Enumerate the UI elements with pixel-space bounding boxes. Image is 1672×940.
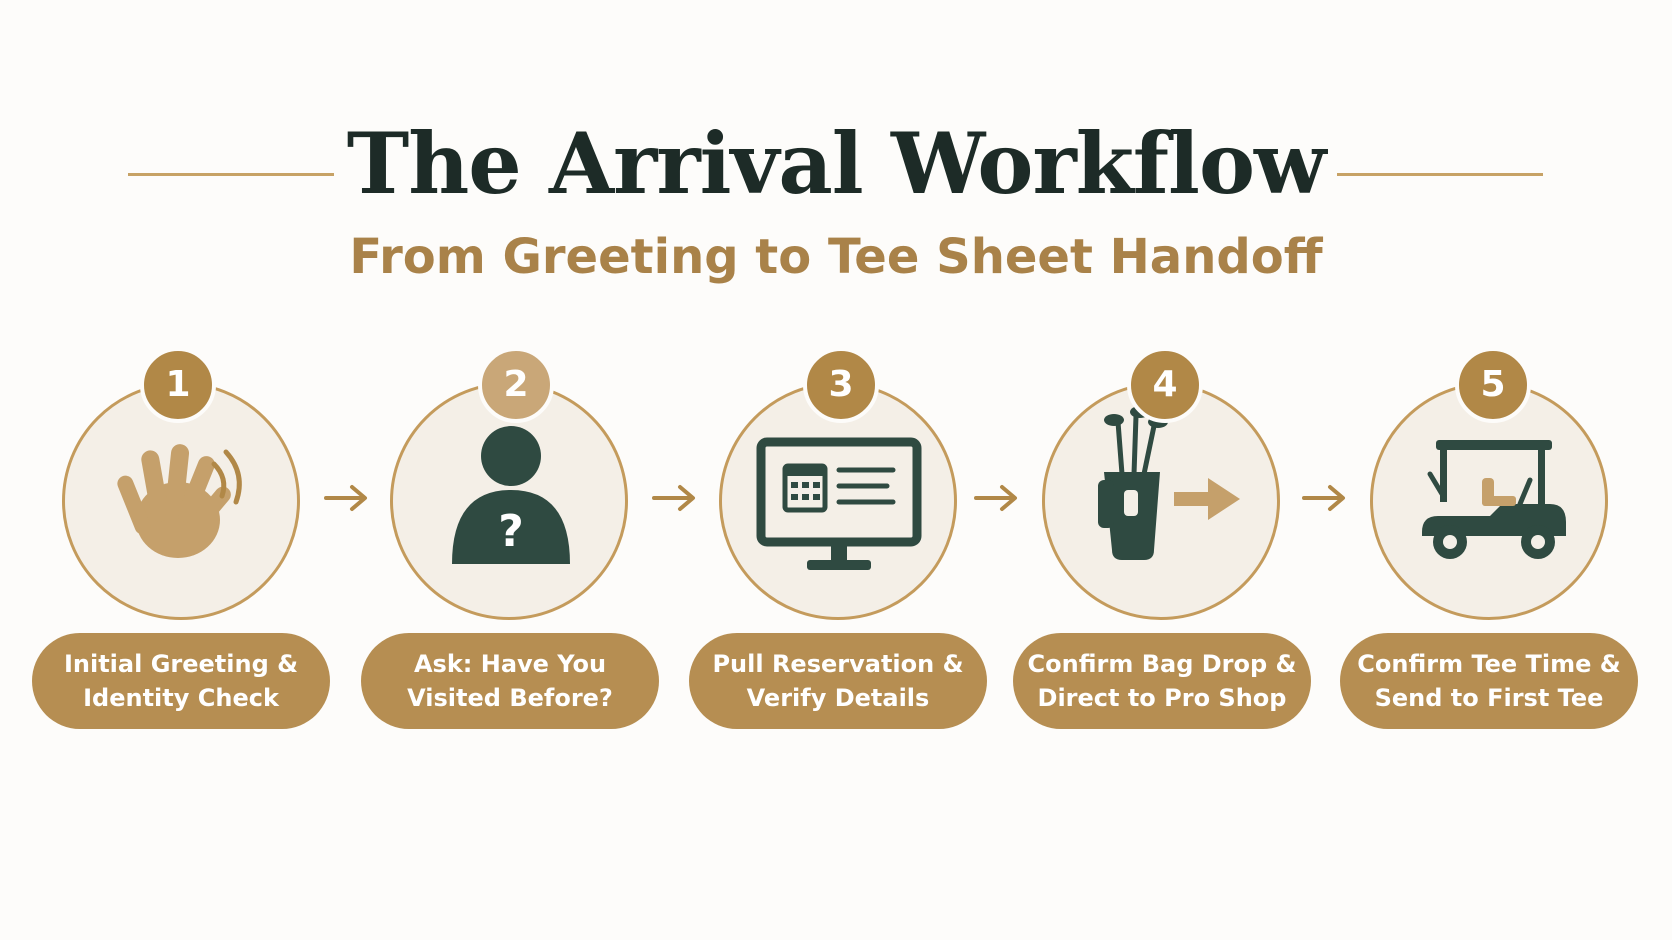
step-1-label-pill: Initial Greeting & Identity Check — [32, 633, 330, 729]
step-4-label-pill: Confirm Bag Drop & Direct to Pro Shop — [1013, 633, 1311, 729]
step-1-label: Initial Greeting & Identity Check — [63, 650, 299, 712]
step-5-label: Confirm Tee Time & Send to First Tee — [1357, 650, 1621, 712]
step-4-number-badge: 4 — [1127, 347, 1203, 423]
step-2-label-pill: Ask: Have You Visited Before? — [361, 633, 659, 729]
step-2-number-badge: 2 — [478, 347, 554, 423]
title-rule-left — [128, 173, 334, 176]
step-3-label: Pull Reservation & Verify Details — [712, 650, 964, 712]
step-1-number-badge: 1 — [140, 347, 216, 423]
arrow-right-icon — [652, 485, 695, 511]
page-title: The Arrival Workflow — [346, 114, 1327, 213]
page-subtitle: From Greeting to Tee Sheet Handoff — [349, 229, 1323, 285]
step-4-label: Confirm Bag Drop & Direct to Pro Shop — [1027, 650, 1297, 712]
step-3-number-badge: 3 — [803, 347, 879, 423]
person-question-icon: ? — [452, 426, 570, 564]
waving-hand-icon — [117, 444, 242, 558]
arrow-right-icon — [324, 485, 367, 511]
step-3-label-pill: Pull Reservation & Verify Details — [689, 633, 987, 729]
svg-text:?: ? — [498, 506, 524, 557]
arrow-right-icon — [974, 485, 1017, 511]
step-5-label-pill: Confirm Tee Time & Send to First Tee — [1340, 633, 1638, 729]
step-2-label: Ask: Have You Visited Before? — [407, 650, 613, 712]
computer-reservation-icon — [756, 437, 922, 570]
title-rule-right — [1337, 173, 1543, 176]
step-5-number-badge: 5 — [1455, 347, 1531, 423]
arrow-right-icon — [1302, 485, 1345, 511]
title-row: The Arrival Workflow — [0, 100, 1672, 213]
golf-cart-icon — [1422, 440, 1566, 559]
